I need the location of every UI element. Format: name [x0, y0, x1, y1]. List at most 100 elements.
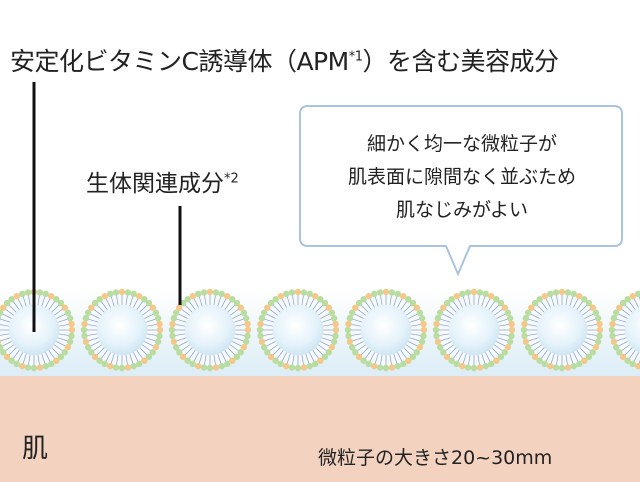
- lipid-head: [346, 315, 354, 322]
- lipid-head: [371, 362, 378, 370]
- lipid-head: [64, 344, 72, 351]
- lipid-head: [464, 289, 472, 296]
- lipid-head: [189, 292, 196, 300]
- lipid-head: [184, 296, 191, 303]
- lipid-head: [288, 289, 296, 296]
- lipid-head: [547, 290, 554, 298]
- lipid-head: [464, 364, 472, 371]
- lipid-head: [124, 364, 132, 371]
- liposome-particle: [520, 288, 604, 372]
- lipid-head: [536, 357, 543, 364]
- liposome-particle: [168, 288, 252, 372]
- lipid-head: [317, 296, 324, 303]
- lipid-head: [267, 353, 275, 361]
- lipid-head: [405, 357, 412, 364]
- lipid-head: [506, 338, 514, 345]
- lipid-head: [528, 304, 535, 311]
- lipid-head: [325, 304, 332, 311]
- lipid-head: [619, 353, 627, 361]
- lipid-head: [152, 344, 160, 351]
- lipid-head: [629, 292, 636, 300]
- lipid-head: [482, 290, 489, 298]
- lipid-head: [608, 326, 616, 334]
- liposome-particle: [256, 288, 340, 372]
- lipid-head: [453, 292, 460, 300]
- lipid-head: [306, 362, 313, 370]
- bio-component-footnote: *2: [224, 171, 239, 187]
- lipid-head: [53, 357, 60, 364]
- callout-line: 細かく均一な微粒子が: [366, 133, 557, 155]
- lipid-head: [3, 299, 11, 307]
- lipid-head: [388, 364, 396, 371]
- lipid-head: [96, 296, 103, 303]
- lipid-head: [0, 304, 7, 311]
- lipid-head: [531, 353, 539, 361]
- lipid-head: [547, 362, 554, 370]
- lipid-head: [635, 290, 640, 298]
- lipid-head: [360, 357, 367, 364]
- lipid-head: [497, 353, 505, 361]
- lipid-head: [521, 320, 528, 328]
- lipid-head: [382, 364, 390, 372]
- lipid-head: [206, 364, 214, 372]
- lipid-head: [332, 320, 339, 328]
- lipid-head: [348, 309, 356, 316]
- lipid-head: [413, 304, 420, 311]
- lipid-head: [594, 315, 602, 322]
- lipid-head: [440, 349, 447, 356]
- lipid-head: [30, 364, 38, 372]
- lipid-head: [112, 364, 120, 371]
- lipid-head: [145, 353, 153, 361]
- lipid-head: [585, 299, 593, 307]
- lipid-head: [237, 304, 244, 311]
- lipid-head: [345, 332, 352, 340]
- lipid-head: [212, 364, 220, 371]
- lipid-head: [508, 332, 515, 340]
- lipid-head: [168, 326, 176, 334]
- liposome-particle: [344, 288, 428, 372]
- lipid-head: [244, 320, 251, 328]
- lipid-head: [413, 349, 420, 356]
- lipid-head: [330, 315, 338, 322]
- bio-component-label: 生体関連成分*2: [86, 164, 239, 198]
- lipid-head: [564, 364, 572, 371]
- lipid-head: [470, 288, 478, 296]
- lipid-head: [570, 362, 577, 370]
- lipid-head: [558, 288, 566, 296]
- lipid-head: [616, 304, 623, 311]
- lipid-head: [416, 344, 424, 351]
- lipid-head: [258, 338, 266, 345]
- lipid-head: [244, 326, 252, 334]
- lipid-head: [156, 320, 163, 328]
- lipid-head: [170, 338, 178, 345]
- lipid-head: [48, 292, 55, 300]
- lipid-head: [400, 360, 407, 368]
- lipid-head: [506, 315, 514, 322]
- lipid-head: [416, 309, 424, 316]
- lipid-head: [432, 326, 440, 334]
- lipid-head: [330, 338, 338, 345]
- lipid-head: [501, 304, 508, 311]
- liposome-particle: [432, 288, 516, 372]
- lipid-head: [81, 332, 88, 340]
- skin-layer: [0, 376, 640, 482]
- lipid-head: [145, 299, 153, 307]
- lipid-head: [635, 362, 640, 370]
- lipid-head: [570, 290, 577, 298]
- lipid-head: [376, 289, 384, 296]
- lipid-head: [240, 344, 248, 351]
- lipid-head: [420, 320, 427, 328]
- lipid-head: [91, 299, 99, 307]
- lipid-head: [8, 296, 15, 303]
- lipid-head: [355, 353, 363, 361]
- lipid-head: [609, 320, 616, 328]
- lipid-head: [443, 299, 451, 307]
- lipid-head: [420, 332, 427, 340]
- lipid-head: [388, 289, 396, 296]
- lipid-head: [154, 315, 162, 322]
- lipid-head: [107, 362, 114, 370]
- lipid-head: [612, 309, 620, 316]
- lipid-head: [154, 338, 162, 345]
- lipid-head: [101, 292, 108, 300]
- lipid-head: [124, 289, 132, 296]
